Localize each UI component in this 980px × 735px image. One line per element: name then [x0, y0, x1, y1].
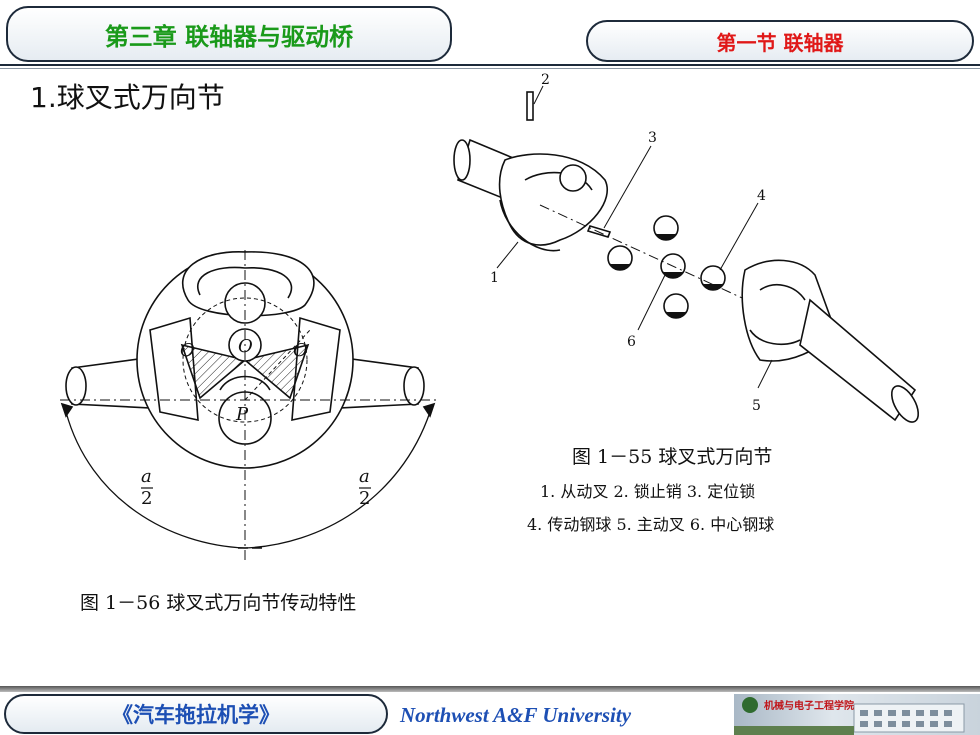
label-o2: O	[293, 340, 308, 361]
figure-55-drawing	[453, 85, 920, 423]
book-tab: 《汽车拖拉机学》	[4, 694, 388, 734]
callout-1: 1	[490, 270, 499, 286]
label-o: O	[238, 336, 253, 357]
figure-55-legend-line-1: 1. 从动叉 2. 锁止销 3. 定位锁	[540, 482, 756, 501]
footer-divider	[0, 686, 980, 692]
college-logo-text: 机械与电子工程学院	[764, 701, 854, 712]
figure-55-legend-line-2: 4. 传动钢球 5. 主动叉 6. 中心钢球	[527, 515, 775, 534]
section-tab: 第一节 联轴器	[586, 20, 974, 62]
header-divider	[0, 64, 980, 66]
college-logo-banner: 机械与电子工程学院	[734, 694, 980, 735]
label-angle-right-num: a	[359, 466, 370, 487]
chapter-title: 第三章 联轴器与驱动桥	[104, 22, 354, 51]
callout-6: 6	[627, 334, 636, 350]
callout-3: 3	[648, 130, 657, 146]
section-title: 第一节 联轴器	[716, 30, 844, 55]
chapter-tab: 第三章 联轴器与驱动桥	[6, 6, 452, 62]
callout-4: 4	[757, 188, 766, 204]
label-angle-left-num: a	[141, 466, 152, 487]
label-angle-right-den: 2	[359, 488, 370, 509]
building-icon	[734, 697, 965, 735]
callout-2: 2	[541, 72, 550, 88]
label-angle-left-den: 2	[141, 488, 152, 509]
callout-5: 5	[752, 398, 761, 414]
figure-56-caption: 图 1－56 球叉式万向节传动特性	[80, 592, 357, 614]
figure-55-caption: 图 1－55 球叉式万向节	[572, 446, 773, 468]
label-p: P	[235, 404, 249, 425]
slide-title: 1.球叉式万向节	[30, 81, 225, 114]
book-title: 《汽车拖拉机学》	[112, 703, 280, 727]
header-divider-thin	[0, 68, 980, 69]
label-o1: O	[180, 340, 195, 361]
university-name: Northwest A&F University	[400, 703, 632, 727]
figure-56-drawing	[60, 250, 440, 560]
